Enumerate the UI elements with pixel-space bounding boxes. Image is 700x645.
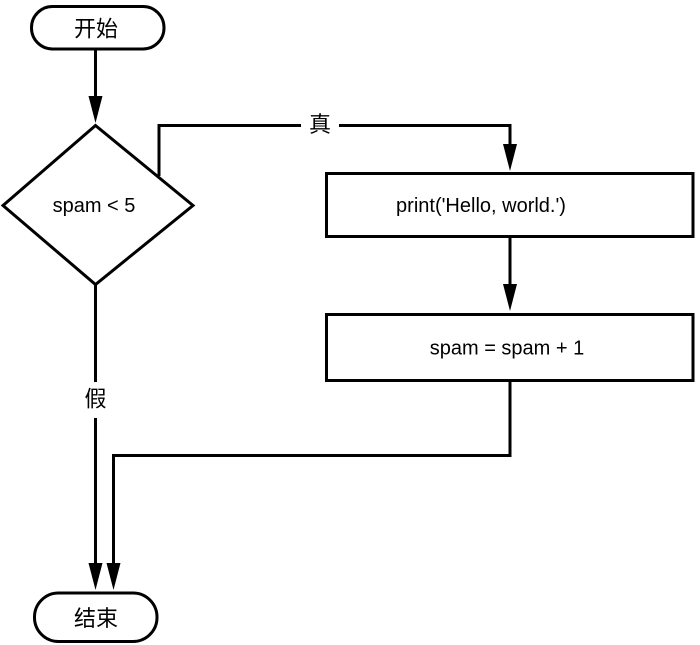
print-node-shape	[325, 172, 695, 238]
true-label-backdrop	[301, 109, 339, 140]
end-node-shape	[33, 591, 159, 643]
increment-node-label: spam = spam + 1	[430, 338, 585, 360]
edge-condition-to-print-true: 真	[157, 109, 517, 176]
start-node-label: 开始	[74, 17, 118, 42]
increment-node: spam = spam + 1	[325, 313, 695, 382]
start-node: 开始	[30, 5, 166, 51]
edge-print-to-increment	[503, 237, 517, 311]
arrowhead-down-icon	[88, 96, 103, 123]
arrowhead-down-icon	[106, 563, 121, 590]
arrowhead-down-icon	[503, 284, 517, 311]
print-node-label: print('Hello, world.')	[396, 195, 566, 217]
arrowhead-down-icon	[503, 144, 517, 171]
start-node-shape	[30, 5, 166, 51]
end-node-label: 结束	[74, 606, 118, 631]
condition-node: spam < 5	[0, 123, 196, 287]
print-node: print('Hello, world.')	[325, 172, 695, 238]
edge-increment-to-end	[106, 380, 512, 590]
increment-node-shape	[325, 313, 695, 382]
arrowhead-down-icon	[88, 563, 103, 590]
false-branch-label: 假	[84, 387, 106, 412]
condition-node-label: spam < 5	[53, 195, 136, 217]
condition-node-shape	[0, 123, 196, 287]
end-node: 结束	[33, 591, 159, 643]
edge-line	[112, 380, 512, 567]
edge-condition-to-end-false: 假	[80, 284, 111, 590]
true-branch-label: 真	[309, 112, 331, 137]
edge-start-to-condition	[88, 50, 103, 123]
false-label-backdrop	[80, 382, 111, 418]
